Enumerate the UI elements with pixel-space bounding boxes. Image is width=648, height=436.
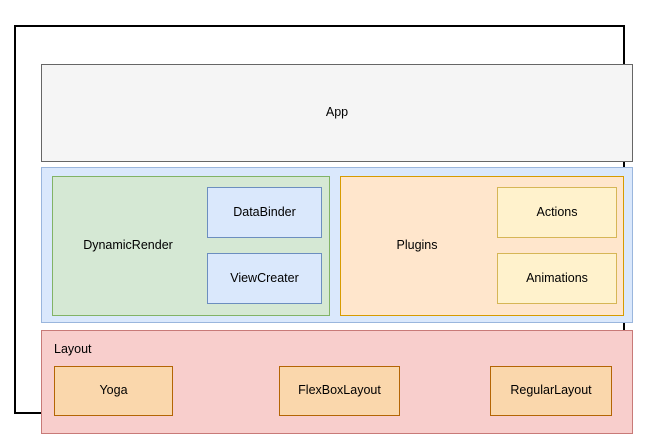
view-creater-box[interactable]: ViewCreater <box>207 253 322 304</box>
app-layer-label: App <box>325 105 349 120</box>
animations-label: Animations <box>526 270 588 285</box>
flexbox-layout-box[interactable]: FlexBoxLayout <box>279 366 400 416</box>
architecture-outer-frame: App DynamicRender DataBinder ViewCreater… <box>14 25 633 434</box>
yoga-box[interactable]: Yoga <box>54 366 173 416</box>
dynamic-render-box[interactable]: DynamicRender DataBinder ViewCreater <box>52 176 330 316</box>
regular-layout-label: RegularLayout <box>510 383 592 398</box>
view-creater-label: ViewCreater <box>230 270 299 285</box>
actions-label: Actions <box>536 204 578 219</box>
actions-box[interactable]: Actions <box>497 187 617 238</box>
layout-layer-box: Layout Yoga FlexBoxLayout RegularLayout <box>41 330 633 434</box>
plugins-box[interactable]: Plugins Actions Animations <box>340 176 624 316</box>
app-layer-box[interactable]: App <box>41 64 633 162</box>
animations-box[interactable]: Animations <box>497 253 617 304</box>
regular-layout-box[interactable]: RegularLayout <box>490 366 612 416</box>
data-binder-label: DataBinder <box>233 204 296 219</box>
yoga-label: Yoga <box>99 383 128 398</box>
layout-layer-label: Layout <box>54 342 92 356</box>
flexbox-layout-label: FlexBoxLayout <box>298 383 381 398</box>
plugins-label: Plugins <box>396 238 438 253</box>
data-binder-box[interactable]: DataBinder <box>207 187 322 238</box>
middle-layer-box: DynamicRender DataBinder ViewCreater Plu… <box>41 167 633 323</box>
dynamic-render-label: DynamicRender <box>83 238 173 253</box>
